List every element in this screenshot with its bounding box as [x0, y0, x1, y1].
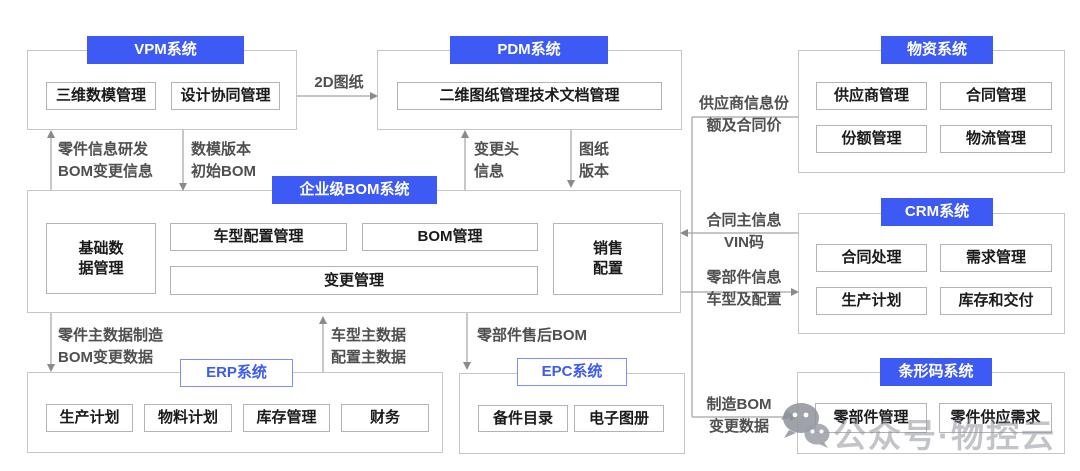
module-design-collab: 设计协同管理: [171, 82, 280, 110]
flow-label-mfg-bom-change: 制造BOM 变更数据: [706, 396, 772, 435]
flow-label-contract-vin: 合同主信息 VIN码: [706, 212, 782, 251]
flow-label-aftersales-bom: 零部件售后BOM: [477, 327, 587, 344]
arrowhead-into-bom-right: [680, 229, 688, 237]
module-logistics-mgmt: 物流管理: [940, 125, 1052, 153]
crm-system-title: CRM系统: [881, 198, 993, 226]
arrowhead-into-epc: [463, 362, 471, 370]
flow-label-model-version: 数模版本 初始BOM: [191, 141, 256, 180]
flow-label-supplier-info: 供应商信息份 额及合同价: [698, 95, 789, 134]
module-demand-mgmt: 需求管理: [940, 244, 1052, 272]
module-2d-drawing-doc-mgmt: 二维图纸管理技术文档管理: [397, 82, 662, 110]
module-contract-processing: 合同处理: [816, 244, 927, 272]
arrowhead-into-pdm-bottom: [461, 130, 469, 138]
arrowhead-into-bom-bottom: [319, 316, 327, 324]
arrowhead-into-bom-top: [567, 180, 575, 188]
flow-label-change-header: 变更头 信息: [474, 141, 520, 180]
module-material-plan: 物料计划: [144, 404, 232, 432]
arrowhead-into-erp: [47, 364, 55, 372]
flow-label-vehicle-master: 车型主数据 配置主数据: [331, 327, 407, 366]
bom-system-title: 企业级BOM系统: [272, 176, 437, 204]
module-base-data-mgmt: 基础数 据管理: [46, 223, 156, 294]
module-production-plan-crm: 生产计划: [816, 287, 927, 315]
module-sales-config: 销售 配置: [553, 223, 663, 295]
vpm-system-title: VPM系统: [87, 36, 244, 64]
arrowhead-into-crm: [791, 288, 799, 296]
module-3d-model-mgmt: 三维数模管理: [46, 82, 156, 110]
module-spare-parts-catalog: 备件目录: [478, 405, 568, 432]
module-parts-supply-demand: 零件供应需求: [939, 403, 1052, 433]
materials-system-title: 物资系统: [881, 36, 993, 64]
module-parts-mgmt: 零部件管理: [815, 403, 927, 433]
flow-label-parts-config: 零部件信息 车型及配置: [706, 269, 782, 308]
erp-system-title: ERP系统: [180, 359, 293, 387]
module-bom-mgmt: BOM管理: [362, 223, 538, 251]
module-finance: 财务: [341, 404, 429, 432]
module-vehicle-config-mgmt: 车型配置管理: [170, 223, 347, 251]
flow-label-drawing-version: 图纸 版本: [579, 141, 610, 180]
epc-system-title: EPC系统: [517, 358, 627, 386]
module-inventory-delivery: 库存和交付: [940, 287, 1052, 315]
arrowhead-into-barcode: [790, 413, 798, 421]
module-supplier-mgmt: 供应商管理: [816, 82, 927, 110]
module-inventory-mgmt: 库存管理: [243, 404, 330, 432]
arrowhead-into-vpm-left: [47, 130, 55, 138]
flow-label-2d-drawing: 2D图纸: [314, 74, 364, 91]
module-change-mgmt: 变更管理: [170, 266, 538, 295]
module-production-plan-erp: 生产计划: [46, 404, 133, 432]
flow-label-part-info-rd-bom: 零件信息研发 BOM变更信息: [58, 141, 153, 180]
barcode-system-title: 条形码系统: [880, 358, 992, 386]
module-contract-mgmt: 合同管理: [940, 82, 1052, 110]
pdm-system-title: PDM系统: [450, 36, 608, 64]
module-electronic-atlas: 电子图册: [574, 405, 664, 432]
arrowhead-into-pdm: [370, 92, 378, 100]
flow-label-part-master-data: 零件主数据制造 BOM变更数据: [58, 327, 164, 366]
arrowhead-into-bom-left: [179, 183, 187, 191]
module-share-mgmt: 份额管理: [816, 125, 927, 153]
